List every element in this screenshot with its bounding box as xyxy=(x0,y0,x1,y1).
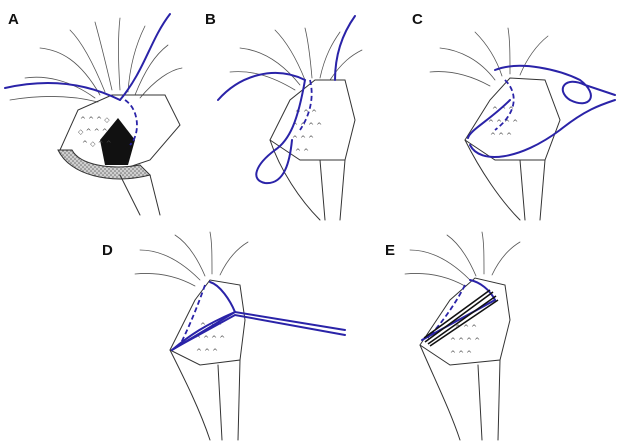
panel-label-d: D xyxy=(102,242,113,259)
panel-e-suture-diagonal xyxy=(421,299,496,341)
panel-c-suture-loop-3 xyxy=(467,99,511,139)
svg-text:^ ^ ^: ^ ^ ^ xyxy=(450,350,472,358)
panel-d-suture-strand-2 xyxy=(174,313,346,349)
panel-c-leaflet-outline xyxy=(464,77,561,161)
panel-b-suture-free xyxy=(334,15,356,81)
panel-label-c: C xyxy=(412,11,423,28)
panel-e-suture-upper xyxy=(469,279,496,301)
panel-b-texture: ^ ^ ^ ^ ^ ^ ^ ^ ^ ^ ^ ^ xyxy=(292,109,322,156)
panel-a-dark-tissue xyxy=(100,118,135,165)
panel-e: E ^ ^ ^ ^ ^ ^ ^ ^ ^ ^ xyxy=(385,231,521,441)
panel-e-knot-2 xyxy=(427,295,497,345)
panel-d-hairs xyxy=(134,231,249,287)
panel-d-stem xyxy=(169,349,211,441)
svg-text:^ ◇ ^ ^: ^ ◇ ^ ^ xyxy=(82,140,112,148)
svg-text:^ ^ ^: ^ ^ ^ xyxy=(455,324,477,332)
panel-b-leaflet-outline xyxy=(269,79,356,161)
panel-c-suture-hidden xyxy=(494,79,515,131)
panel-d: D ^ ^ ^ ^ ^ ^ ^ ^ ^ ^ xyxy=(102,231,346,441)
panel-c-hairs xyxy=(429,27,549,87)
svg-text:^ ^ ^: ^ ^ ^ xyxy=(196,348,218,356)
svg-text:^ ^ ^ ^: ^ ^ ^ ^ xyxy=(292,122,322,130)
panel-a-texture: ^ ^ ^ ◇ ◇ ^ ^ ^ ^ ◇ ^ ^ xyxy=(78,116,112,148)
panel-d-suture-upper xyxy=(209,281,236,313)
svg-text:^ ^ ^: ^ ^ ^ xyxy=(490,132,512,140)
panel-b-suture-hidden xyxy=(299,79,313,131)
panel-e-hairs xyxy=(404,231,521,287)
svg-text:^ ^ ^ ◇: ^ ^ ^ ◇ xyxy=(80,116,110,124)
svg-text:^ ^ ^: ^ ^ ^ xyxy=(295,109,317,117)
panel-b-stem xyxy=(269,139,321,221)
panel-a-suture-left xyxy=(4,82,121,101)
panel-d-suture-hidden xyxy=(179,284,206,346)
svg-text:^ ^: ^ ^ xyxy=(295,148,309,156)
panel-e-knot-1 xyxy=(424,291,494,343)
panel-a: A ^ ^ ^ ◇ ◇ ^ ^ ^ ^ ◇ ^ ^ xyxy=(4,11,183,216)
panel-label-e: E xyxy=(385,242,395,259)
panel-a-suture-right xyxy=(119,13,171,101)
panel-label-b: B xyxy=(205,11,216,28)
panel-e-suture-hidden xyxy=(427,284,466,339)
panel-c-suture-loop-1 xyxy=(494,64,616,105)
panel-e-stem xyxy=(419,344,461,441)
svg-text:^ ^ ^: ^ ^ ^ xyxy=(492,106,514,114)
panel-a-stem xyxy=(119,174,141,216)
panel-a-hairs xyxy=(9,17,183,103)
svg-text:^ ^ ^ ^: ^ ^ ^ ^ xyxy=(450,337,480,345)
panel-a-suture-hidden xyxy=(124,99,138,146)
panel-c-stem xyxy=(464,139,521,221)
svg-text:^ ^ ^: ^ ^ ^ xyxy=(292,135,314,143)
svg-text:^ ^ ^ ^: ^ ^ ^ ^ xyxy=(195,335,225,343)
panel-d-leaflet-outline xyxy=(169,279,246,366)
panel-c-suture-loop-2 xyxy=(469,99,616,158)
panel-e-knot-3 xyxy=(423,289,491,339)
panel-b-suture-loop xyxy=(217,72,307,185)
panel-e-leaflet-outline xyxy=(419,277,511,366)
panel-e-knot-4 xyxy=(429,299,499,347)
panel-e-texture: ^ ^ ^ ^ ^ ^ ^ ^ ^ ^ xyxy=(450,324,480,358)
svg-text:◇ ^ ^ ^: ◇ ^ ^ ^ xyxy=(78,128,108,136)
panel-c: C ^ ^ ^ ^ ^ ^ ^ ^ ^ ^ xyxy=(412,11,616,221)
panel-d-suture-lower xyxy=(171,311,236,351)
panel-label-a: A xyxy=(8,11,19,28)
panel-b: B ^ ^ ^ ^ ^ ^ ^ ^ ^ ^ ^ ^ xyxy=(205,11,363,221)
